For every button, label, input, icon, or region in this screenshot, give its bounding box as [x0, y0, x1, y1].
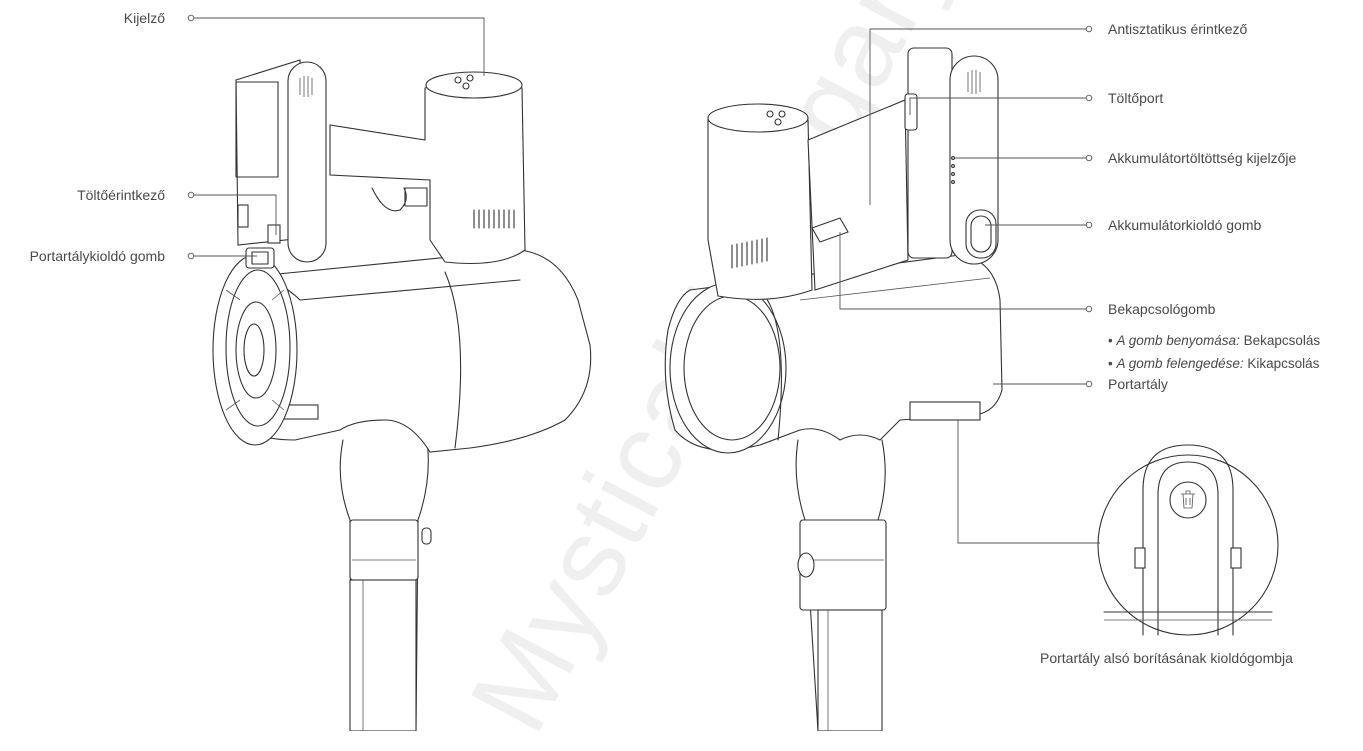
right-vacuum-drawing [664, 47, 1003, 731]
label-bekapcsolo: Bekapcsológomb [1108, 301, 1216, 317]
label-akkumulator-kioldo: Akkumulátorkioldó gomb [1108, 217, 1262, 233]
bullet-press-value: Bekapcsolás [1243, 333, 1321, 348]
right-tube [795, 439, 887, 731]
left-tube [339, 439, 432, 731]
bullet-press-prefix: A gomb benyomása: [1116, 333, 1240, 348]
left-handle-unit [235, 59, 526, 269]
bullet-press: • A gomb benyomása: Bekapcsolás [1108, 333, 1320, 349]
label-antisztatikus: Antisztatikus érintkező [1108, 21, 1248, 37]
right-handle-unit [707, 47, 999, 300]
label-toltoport: Töltőport [1108, 90, 1164, 106]
bullet-release-prefix: A gomb felengedése: [1116, 356, 1244, 371]
label-akkumulator-kijelzo: Akkumulátortöltöttség kijelzője [1108, 150, 1297, 166]
vacuum-diagram [187, 14, 1279, 731]
bullet-release: • A gomb felengedése: Kikapcsolás [1108, 356, 1319, 372]
right-motor-body [664, 254, 1003, 454]
diagram-stage: Mystical Hungary [29, 0, 1321, 751]
bullet-marker: • [1108, 356, 1113, 371]
bullet-marker: • [1108, 333, 1113, 348]
label-portartaly: Portartály [1108, 376, 1168, 392]
trash-icon [1181, 490, 1195, 509]
detail-magnifier [1097, 444, 1279, 636]
left-dust-bin-cap [212, 254, 298, 446]
label-portartalykioldo: Portartálykioldó gomb [29, 248, 165, 264]
label-toltoerintkezo: Töltőérintkező [77, 187, 165, 203]
label-also-boritas: Portartály alsó borításának kioldógombja [1040, 650, 1293, 666]
bullet-release-value: Kikapcsolás [1247, 356, 1320, 371]
leader-lines [187, 14, 1100, 544]
left-vent-slots [473, 209, 515, 229]
right-vent-slots [731, 237, 768, 269]
left-vacuum-drawing [212, 59, 592, 731]
label-kijelzo: Kijelző [123, 10, 165, 26]
